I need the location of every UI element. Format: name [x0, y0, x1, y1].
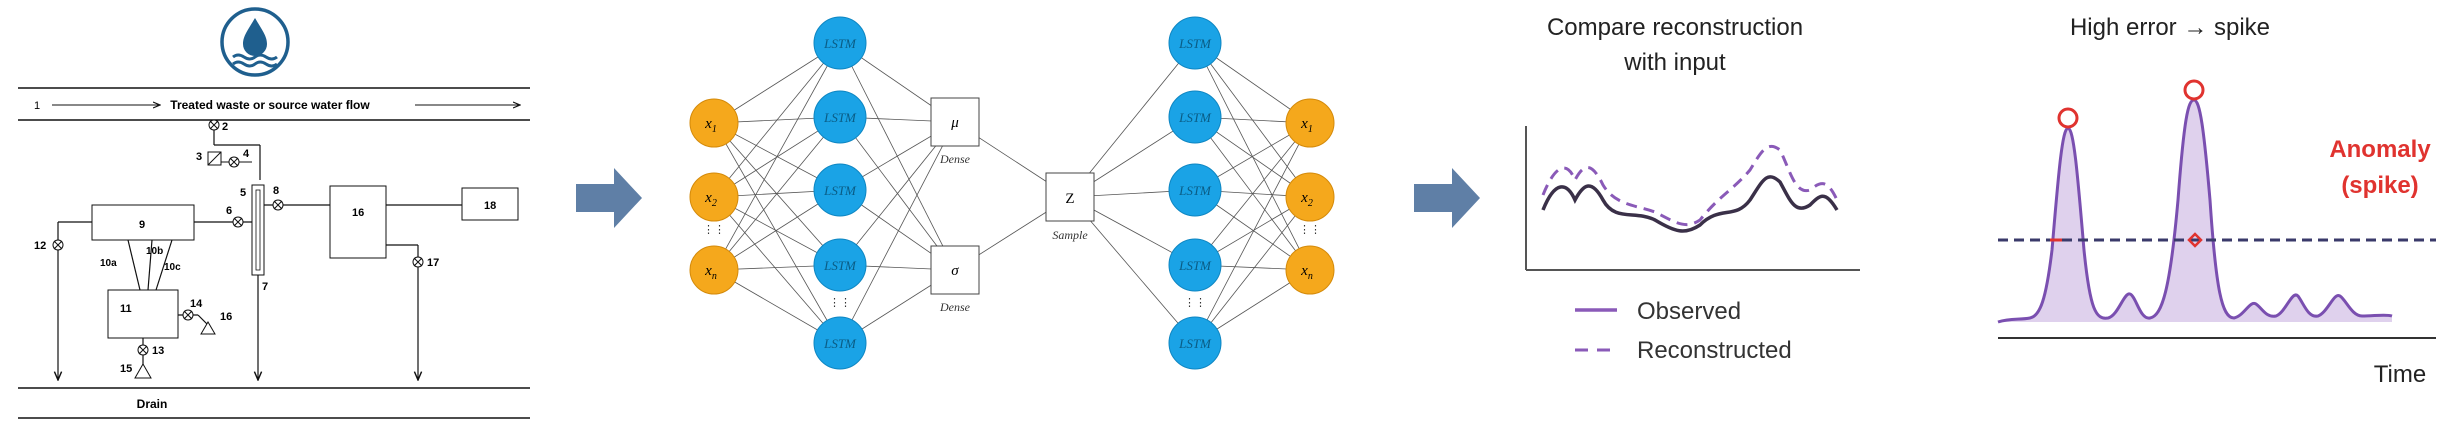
z-symbol: Z — [1065, 191, 1074, 207]
input-node-2: x2 — [689, 172, 739, 222]
decoder-lstm-3: LSTM — [1168, 163, 1222, 217]
label-16-outlet: 16 — [220, 311, 232, 323]
input-node-3: xn — [689, 245, 739, 295]
flow-label: Treated waste or source water flow — [170, 98, 370, 112]
encoder-lstm-3: LSTM — [813, 163, 867, 217]
water-process-schematic: 1 Treated waste or source water flow 2 3… — [0, 0, 540, 428]
threshold-cross-marker — [2187, 232, 2203, 248]
network-svg: x1 x2 xn ⋮⋮ x1 x2 xn ⋮⋮ LSTM LSTM LSTM LSTM LSTM ⋮⋮ LS… — [689, 16, 1335, 370]
output-node-2: x2 — [1285, 172, 1335, 222]
anomaly-title: High error → spike — [2070, 14, 2270, 41]
flow-arrow-1 — [570, 0, 650, 428]
label-10a: 10a — [100, 258, 117, 269]
anomaly-marker-2 — [2183, 79, 2205, 101]
unit-11 — [107, 289, 179, 339]
label-8: 8 — [273, 185, 279, 197]
flow-arrow-2 — [1408, 0, 1488, 428]
column-5 — [251, 184, 265, 276]
lstm-label: LSTM — [1178, 36, 1212, 51]
spike-fill — [1998, 100, 2392, 322]
label-2: 2 — [222, 121, 228, 133]
anomaly-svg: High error → spike Anomaly (spike) Time — [1997, 14, 2436, 388]
output-ellipsis: ⋮⋮ — [1299, 224, 1321, 236]
inlet-triangle — [134, 362, 152, 379]
sigma-dense-label: Dense — [939, 300, 971, 314]
anomaly-panel: High error → spike Anomaly (spike) Time — [1990, 0, 2442, 428]
sample-label: Sample — [1052, 228, 1088, 242]
label-10b: 10b — [146, 246, 163, 257]
encoder-lstm-1: LSTM — [813, 16, 867, 70]
right-arrow-icon — [1414, 168, 1480, 228]
label-14: 14 — [190, 298, 203, 310]
decoder-lstm-2: LSTM — [1168, 90, 1222, 144]
lstm-label: LSTM — [823, 258, 857, 273]
label-4: 4 — [243, 148, 250, 160]
box-18 — [461, 187, 519, 221]
label-3: 3 — [196, 151, 202, 163]
lstm-vae-network: x1 x2 xn ⋮⋮ x1 x2 xn ⋮⋮ LSTM LSTM LSTM LSTM LSTM ⋮⋮ LS… — [680, 0, 1360, 428]
water-drop-icon — [220, 7, 290, 77]
unit-9 — [91, 204, 195, 241]
lstm-label: LSTM — [1178, 110, 1212, 125]
drain-label: Drain — [137, 397, 168, 411]
observed-line — [1541, 175, 1839, 233]
encoder-ellipsis: ⋮⋮ — [829, 297, 851, 309]
input-node-1: x1 — [689, 98, 739, 148]
output-node-1: x1 — [1285, 98, 1335, 148]
label-16-tank: 16 — [352, 207, 364, 219]
recon-title-line2: with input — [1623, 49, 1726, 76]
latent-z-box: Z Sample — [1045, 172, 1095, 242]
anomaly-label-line2: (spike) — [2341, 172, 2418, 199]
label-9: 9 — [139, 219, 145, 231]
label-11: 11 — [120, 303, 132, 315]
time-axis-label: Time — [2374, 361, 2426, 388]
label-18: 18 — [484, 200, 496, 212]
schematic-svg: 1 Treated waste or source water flow 2 3… — [18, 7, 530, 419]
pump-triangle — [200, 321, 216, 335]
anomaly-marker-1 — [2057, 107, 2079, 129]
label-13: 13 — [152, 345, 164, 357]
reconstruction-panel: Compare reconstruction with input Observ… — [1505, 0, 1905, 428]
label-5: 5 — [240, 187, 246, 199]
recon-title-line1: Compare reconstruction — [1547, 14, 1803, 41]
mu-symbol: μ — [950, 115, 959, 131]
label-15: 15 — [120, 363, 132, 375]
label-12: 12 — [34, 240, 46, 252]
sigma-symbol: σ — [951, 263, 959, 279]
legend-observed: Observed — [1637, 298, 1741, 325]
decoder-lstm-4: LSTM — [1168, 238, 1222, 292]
tank-16 — [329, 185, 387, 259]
lstm-label: LSTM — [1178, 183, 1212, 198]
label-17: 17 — [427, 257, 439, 269]
lstm-label: LSTM — [823, 110, 857, 125]
legend-reconstructed: Reconstructed — [1637, 337, 1792, 364]
mu-dense-label: Dense — [939, 152, 971, 166]
label-7: 7 — [262, 281, 268, 293]
lstm-label: LSTM — [823, 336, 857, 351]
label-10c: 10c — [164, 262, 181, 273]
encoder-lstm-2: LSTM — [813, 90, 867, 144]
encoder-lstm-5: LSTM — [813, 316, 867, 370]
label-1: 1 — [34, 100, 40, 112]
decoder-ellipsis: ⋮⋮ — [1184, 297, 1206, 309]
lstm-label: LSTM — [1178, 336, 1212, 351]
reconstructed-line — [1541, 144, 1839, 226]
lstm-label: LSTM — [823, 36, 857, 51]
lstm-label: LSTM — [823, 183, 857, 198]
encoder-lstm-4: LSTM — [813, 238, 867, 292]
decoder-lstm-1: LSTM — [1168, 16, 1222, 70]
lstm-label: LSTM — [1178, 258, 1212, 273]
reconstruction-svg: Compare reconstruction with input Observ… — [1525, 14, 1860, 364]
label-6: 6 — [226, 205, 232, 217]
input-ellipsis: ⋮⋮ — [703, 224, 725, 236]
output-node-3: xn — [1285, 245, 1335, 295]
right-arrow-icon — [576, 168, 642, 228]
decoder-lstm-5: LSTM — [1168, 316, 1222, 370]
anomaly-label-line1: Anomaly — [2329, 136, 2431, 163]
